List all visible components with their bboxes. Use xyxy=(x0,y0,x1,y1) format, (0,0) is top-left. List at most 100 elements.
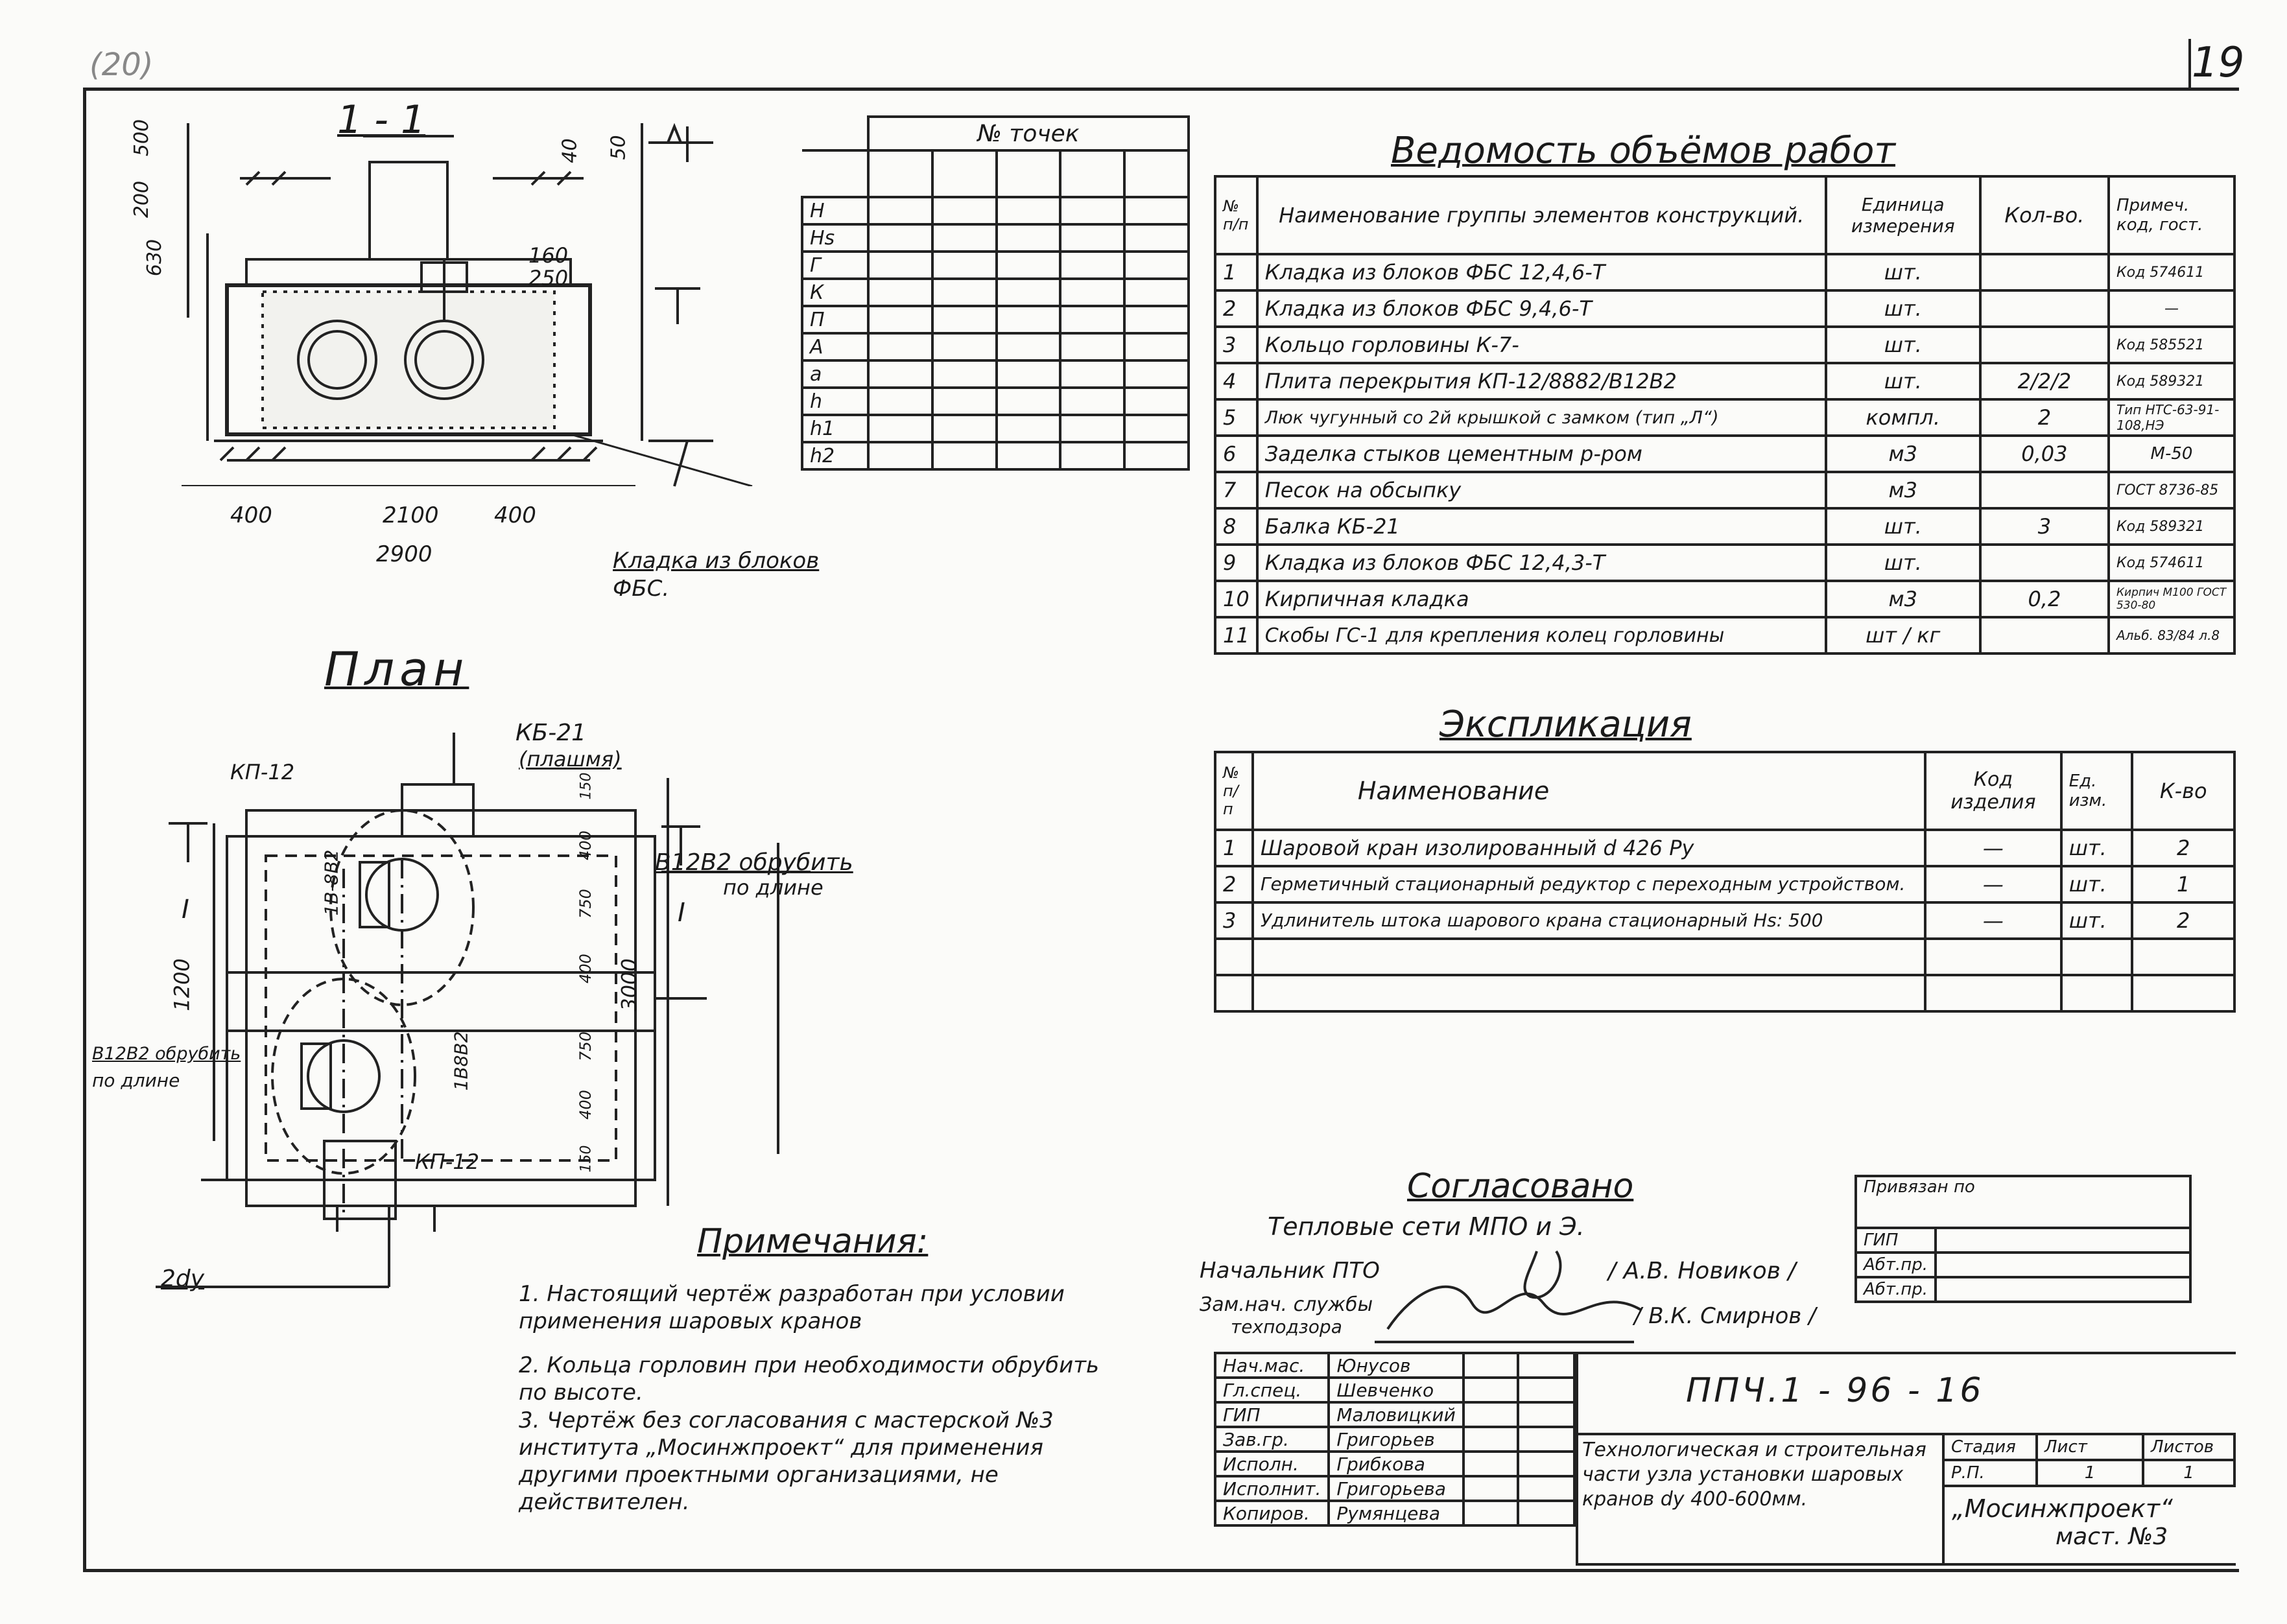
stamp-person: Григорьев xyxy=(1327,1426,1465,1453)
works-cell: ГОСТ 8736-85 xyxy=(2107,471,2236,510)
binding-title: Привязан по xyxy=(1854,1175,2192,1229)
plan-section-mark-right: I xyxy=(678,898,685,928)
binding-row: ГИП xyxy=(1854,1227,1937,1254)
plan-dim: 150 xyxy=(578,772,595,800)
points-header: № точек xyxy=(867,115,1190,152)
works-cell: 4 xyxy=(1214,362,1259,401)
section-dim-400-right: 400 xyxy=(494,502,536,528)
stamp-code: ППЧ.1 - 96 - 16 xyxy=(1686,1371,1984,1410)
stamp-divider xyxy=(1576,1433,2236,1435)
plan-drawing xyxy=(169,733,811,1232)
plan-label-b-top-2: по длине xyxy=(723,875,824,900)
sheet-number-tick xyxy=(2188,39,2191,91)
works-cell: Код 574611 xyxy=(2107,253,2236,292)
plan-label-b-left: В12В2 обрубить xyxy=(92,1044,241,1064)
plan-dim-1200: 1200 xyxy=(169,958,195,1011)
stamp-description: Технологическая и строительная части узл… xyxy=(1582,1439,1926,1511)
works-col-unit: Единица измерения xyxy=(1824,175,1982,255)
works-cell: 0,2 xyxy=(1978,580,2110,618)
works-cell: Код 589321 xyxy=(2107,362,2236,401)
plan-label-b-left-2: по длине xyxy=(92,1070,180,1091)
approval-role-2a: Зам.нач. службы xyxy=(1200,1293,1373,1316)
approval-title: Согласовано xyxy=(1407,1167,1634,1206)
approval-name-2: / В.К. Смирнов / xyxy=(1634,1303,1816,1329)
binding-row: Абт.пр. xyxy=(1854,1276,1937,1303)
plan-dim-3000: 3000 xyxy=(617,958,642,1011)
points-row: Г xyxy=(801,250,870,280)
plan-dim: 400 xyxy=(576,1090,595,1120)
section-dim-250: 250 xyxy=(528,266,569,290)
works-cell: Альб. 83/84 л.8 xyxy=(2107,616,2236,655)
explication-title: Экспликация xyxy=(1440,703,1692,746)
stamp-divider-v xyxy=(1942,1433,1945,1566)
plan-dim: 400 xyxy=(576,954,595,983)
works-cell: 3 xyxy=(1978,507,2110,546)
section-callout-2: ФБС. xyxy=(613,576,670,602)
works-col-qty: Кол-во. xyxy=(1978,175,2110,255)
works-cell: Плита перекрытия КП-12/8882/В12В2 xyxy=(1255,362,1827,401)
works-cell: 3 xyxy=(1214,325,1259,364)
points-row: Н xyxy=(801,196,870,226)
works-cell: 9 xyxy=(1214,543,1259,582)
points-row: h xyxy=(801,386,870,416)
works-cell: Кольцо горловины К-7- xyxy=(1255,325,1827,364)
works-title: Ведомость объёмов работ xyxy=(1391,130,1895,172)
works-cell: 5 xyxy=(1214,398,1259,437)
points-row: а xyxy=(801,359,870,389)
level-marks xyxy=(648,123,713,487)
works-cell: 7 xyxy=(1214,471,1259,510)
plan-label-kp-bottom: КП-12 xyxy=(415,1149,480,1174)
stamp-stage-table: Стадия Лист Листов Р.П. 1 1 xyxy=(1942,1433,2236,1487)
works-col-note: Примеч. код, гост. xyxy=(2107,175,2236,255)
section-dim-40: 40 xyxy=(558,138,582,163)
expl-cell: 1 xyxy=(2131,865,2236,904)
works-cell: Скобы ГС-1 для крепления колец горловины xyxy=(1255,616,1827,655)
approval-org: Тепловые сети МПО и Э. xyxy=(1268,1212,1585,1241)
binding-row: Абт.пр. xyxy=(1854,1251,1937,1278)
points-row: К xyxy=(801,277,870,307)
stamp-role: ГИП xyxy=(1213,1401,1331,1428)
plan-2dy-leader xyxy=(156,1206,390,1288)
stamp-person: Румянцева xyxy=(1327,1500,1465,1527)
works-cell: Кладка из блоков ФБС 12,4,6-Т xyxy=(1255,253,1827,292)
stamp-sheet: 1 xyxy=(2035,1459,2144,1487)
stamp-person: Маловицкий xyxy=(1327,1401,1465,1428)
stamp-sheet-label: Лист xyxy=(2035,1433,2144,1461)
corner-mark: (20) xyxy=(89,47,154,83)
binding-table: Привязан по ГИП Абт.пр. Абт.пр. xyxy=(1854,1175,2192,1303)
expl-cell: шт. xyxy=(2059,865,2134,904)
plan-label-plashmya: (плашмя) xyxy=(519,747,622,771)
plan-dim: 150 xyxy=(578,1145,595,1173)
works-cell: 8 xyxy=(1214,507,1259,546)
expl-cell: Герметичный стационарный редуктор с пере… xyxy=(1251,865,1927,904)
works-cell xyxy=(1978,289,2110,328)
works-cell xyxy=(1978,325,2110,364)
stamp-role: Исполн. xyxy=(1213,1450,1331,1477)
works-cell: Код 574611 xyxy=(2107,543,2236,582)
works-cell: 2 xyxy=(1978,398,2110,437)
expl-cell: шт. xyxy=(2059,829,2134,867)
works-cell: Тип НТС-63-91-108,НЭ xyxy=(2107,398,2236,437)
works-cell: Заделка стыков цементным р-ром xyxy=(1255,434,1827,473)
expl-cell: 3 xyxy=(1214,901,1254,940)
notes-title: Примечания: xyxy=(697,1222,929,1261)
explication-table: № п/п Наименование Код изделия Ед. изм. … xyxy=(1214,751,2236,1013)
works-cell: шт. xyxy=(1824,289,1982,328)
works-table: № п/п Наименование группы элементов конс… xyxy=(1214,175,2236,655)
stamp-person: Шевченко xyxy=(1327,1376,1465,1404)
plan-label-kp-top: КП-12 xyxy=(230,760,295,784)
approval-role-2b: техподзора xyxy=(1231,1316,1342,1337)
works-cell xyxy=(1978,543,2110,582)
section-dim-630: 630 xyxy=(143,239,167,277)
works-cell: шт / кг xyxy=(1824,616,1982,655)
works-cell: 0,03 xyxy=(1978,434,2110,473)
stamp-role: Исполнит. xyxy=(1213,1475,1331,1502)
expl-col-unit: Ед. изм. xyxy=(2059,751,2134,831)
plan-dim: 400 xyxy=(576,830,595,860)
expl-cell: шт. xyxy=(2059,901,2134,940)
expl-cell: 1 xyxy=(1214,829,1254,867)
expl-col-qty: К-во xyxy=(2131,751,2236,831)
expl-cell: — xyxy=(1924,901,2063,940)
expl-cell: — xyxy=(1924,829,2063,867)
